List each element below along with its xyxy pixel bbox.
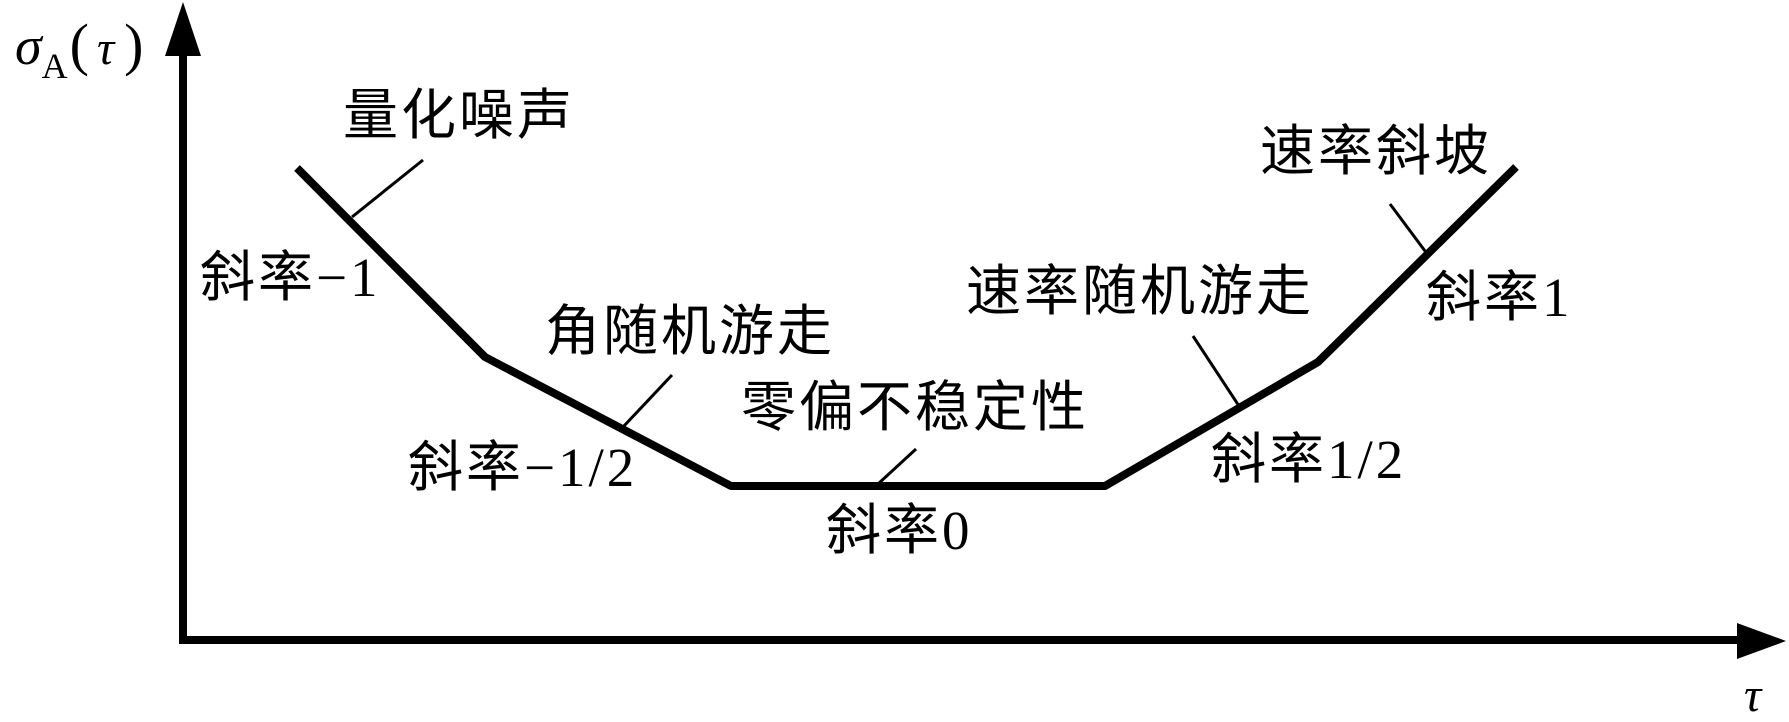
tau-argument: τ	[96, 22, 115, 75]
leader-quantization-noise	[351, 158, 424, 219]
sigma-symbol: σ	[15, 16, 42, 76]
label-slope-minus-half: 斜率−1/2	[408, 437, 638, 498]
label-slope-zero: 斜率0	[826, 500, 973, 561]
label-slope-minus-1: 斜率−1	[200, 247, 381, 308]
label-slope-one: 斜率1	[1426, 267, 1573, 328]
close-paren: )	[124, 12, 144, 77]
leader-bias-instability	[876, 447, 918, 486]
open-paren: (	[69, 12, 89, 77]
leader-rate-ramp	[1388, 203, 1430, 256]
label-rate-random-walk: 速率随机游走	[966, 261, 1315, 322]
label-slope-half: 斜率1/2	[1211, 429, 1407, 490]
y-axis-label: σA(τ)	[15, 16, 143, 85]
label-bias-instability: 零偏不稳定性	[741, 377, 1090, 438]
label-quantization-noise: 量化噪声	[343, 85, 576, 146]
leader-angle-random-walk	[621, 373, 674, 429]
allan-deviation-curve	[294, 164, 1519, 490]
y-axis-arrowhead-icon	[165, 2, 201, 56]
sigma-subscript: A	[41, 46, 68, 86]
leader-rate-random-walk	[1191, 335, 1241, 407]
x-axis-label: τ	[1744, 669, 1762, 722]
x-axis-arrowhead-icon	[1737, 623, 1786, 659]
label-angle-random-walk: 角随机游走	[545, 301, 836, 362]
label-rate-ramp: 速率斜坡	[1260, 121, 1493, 182]
